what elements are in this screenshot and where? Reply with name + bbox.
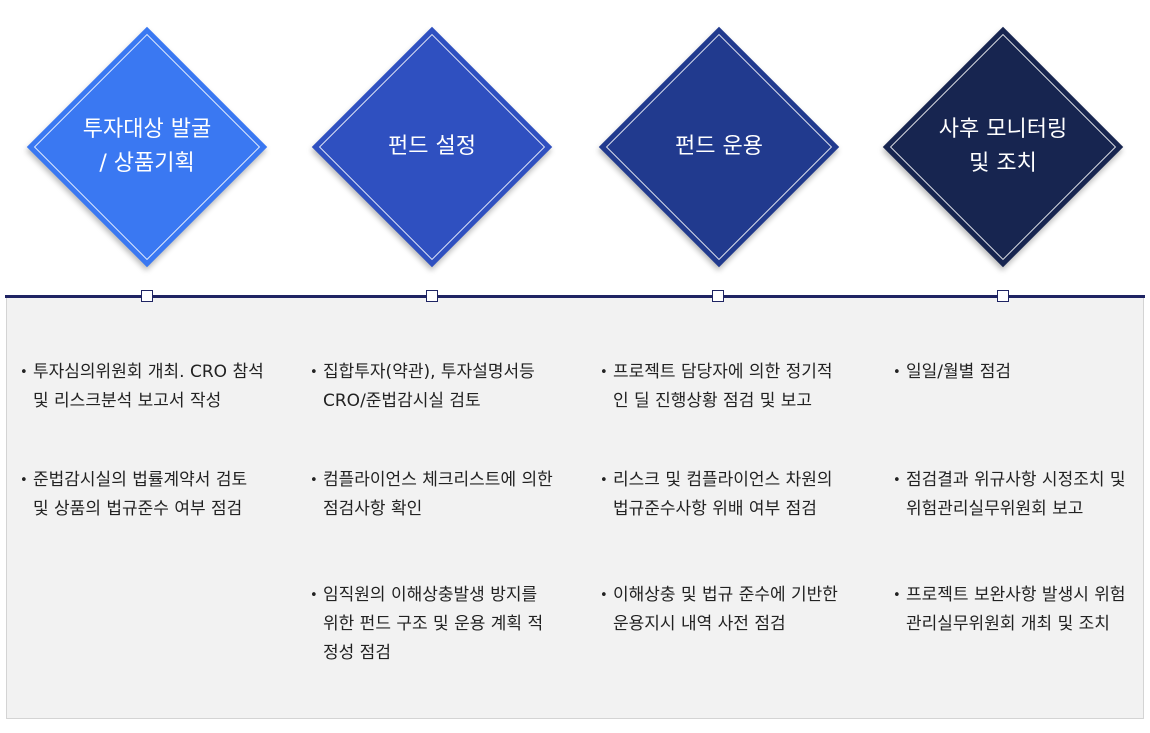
timeline-line [5, 295, 1145, 298]
list-item: • 투자심의위원회 개최. CRO 참석 및 리스크분석 보고서 작성 [20, 358, 265, 416]
bullet-icon: • [600, 365, 608, 380]
list-item: • 이해상충 및 법규 준수에 기반한 운용지시 내역 사전 점검 [600, 581, 845, 639]
list-item-text: 일일/월별 점검 [906, 362, 1011, 382]
bullet-icon: • [893, 473, 901, 488]
bullet-icon: • [20, 473, 28, 488]
list-item: • 일일/월별 점검 [893, 358, 1138, 387]
list-item-text: 이해상충 및 법규 준수에 기반한 운용지시 내역 사전 점검 [613, 585, 838, 634]
stage-label: 사후 모니터링 및 조치 [938, 117, 1068, 176]
stage-investment-sourcing: 투자대상 발굴 / 상품기획 [26, 26, 268, 268]
list-item-text: 컴플라이언스 체크리스트에 의한 점검사항 확인 [323, 470, 553, 519]
list-item: • 점검결과 위규사항 시정조치 및 위험관리실무위원회 보고 [893, 466, 1138, 524]
list-item-text: 임직원의 이해상충발생 방지를 위한 펀드 구조 및 운용 계획 적정성 점검 [323, 585, 544, 663]
list-item-text: 점검결과 위규사항 시정조치 및 위험관리실무위원회 보고 [906, 470, 1126, 519]
stage-label: 펀드 운용 [675, 134, 763, 159]
stage-monitoring: 사후 모니터링 및 조치 [882, 26, 1124, 268]
stage-label: 펀드 설정 [388, 134, 476, 159]
list-item-text: 프로젝트 보완사항 발생시 위험관리실무위원회 개최 및 조치 [906, 585, 1126, 634]
list-item-text: 프로젝트 담당자에 의한 정기적인 딜 진행상황 점검 및 보고 [613, 362, 833, 411]
list-item: • 컴플라이언스 체크리스트에 의한 점검사항 확인 [310, 466, 555, 524]
stage-label: 투자대상 발굴 / 상품기획 [82, 117, 212, 176]
list-item-text: 집합투자(약관), 투자설명서등 CRO/준법감시실 검토 [323, 362, 535, 411]
timeline-node [997, 290, 1009, 302]
list-item: • 임직원의 이해상충발생 방지를 위한 펀드 구조 및 운용 계획 적정성 점… [310, 581, 555, 668]
bullet-icon: • [893, 588, 901, 603]
list-item: • 준법감시실의 법률계약서 검토 및 상품의 법규준수 여부 점검 [20, 466, 265, 524]
stage-fund-setup: 펀드 설정 [311, 26, 553, 268]
bullet-icon: • [310, 365, 318, 380]
list-item: • 프로젝트 담당자에 의한 정기적인 딜 진행상황 점검 및 보고 [600, 358, 845, 416]
bullet-icon: • [600, 588, 608, 603]
timeline-node [141, 290, 153, 302]
content-panel [6, 298, 1144, 719]
timeline-node [426, 290, 438, 302]
list-item-text: 리스크 및 컴플라이언스 차원의 법규준수사항 위배 여부 점검 [613, 470, 833, 519]
list-item-text: 투자심의위원회 개최. CRO 참석 및 리스크분석 보고서 작성 [33, 362, 264, 411]
timeline-node [712, 290, 724, 302]
list-item: • 프로젝트 보완사항 발생시 위험관리실무위원회 개최 및 조치 [893, 581, 1138, 639]
bullet-icon: • [600, 473, 608, 488]
list-item-text: 준법감시실의 법률계약서 검토 및 상품의 법규준수 여부 점검 [33, 470, 248, 519]
bullet-icon: • [893, 365, 901, 380]
stage-fund-operation: 펀드 운용 [598, 26, 840, 268]
bullet-icon: • [310, 588, 318, 603]
bullet-icon: • [310, 473, 318, 488]
bullet-icon: • [20, 365, 28, 380]
list-item: • 리스크 및 컴플라이언스 차원의 법규준수사항 위배 여부 점검 [600, 466, 845, 524]
list-item: • 집합투자(약관), 투자설명서등 CRO/준법감시실 검토 [310, 358, 555, 416]
